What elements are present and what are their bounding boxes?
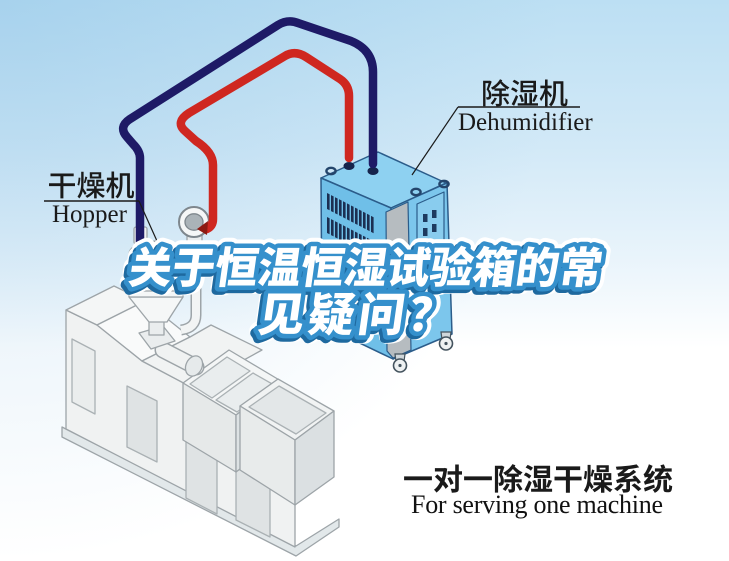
svg-text:Dehumidifier: Dehumidifier xyxy=(458,109,593,136)
svg-text:For serving one machine: For serving one machine xyxy=(411,490,663,519)
svg-text:Hopper: Hopper xyxy=(52,201,128,228)
